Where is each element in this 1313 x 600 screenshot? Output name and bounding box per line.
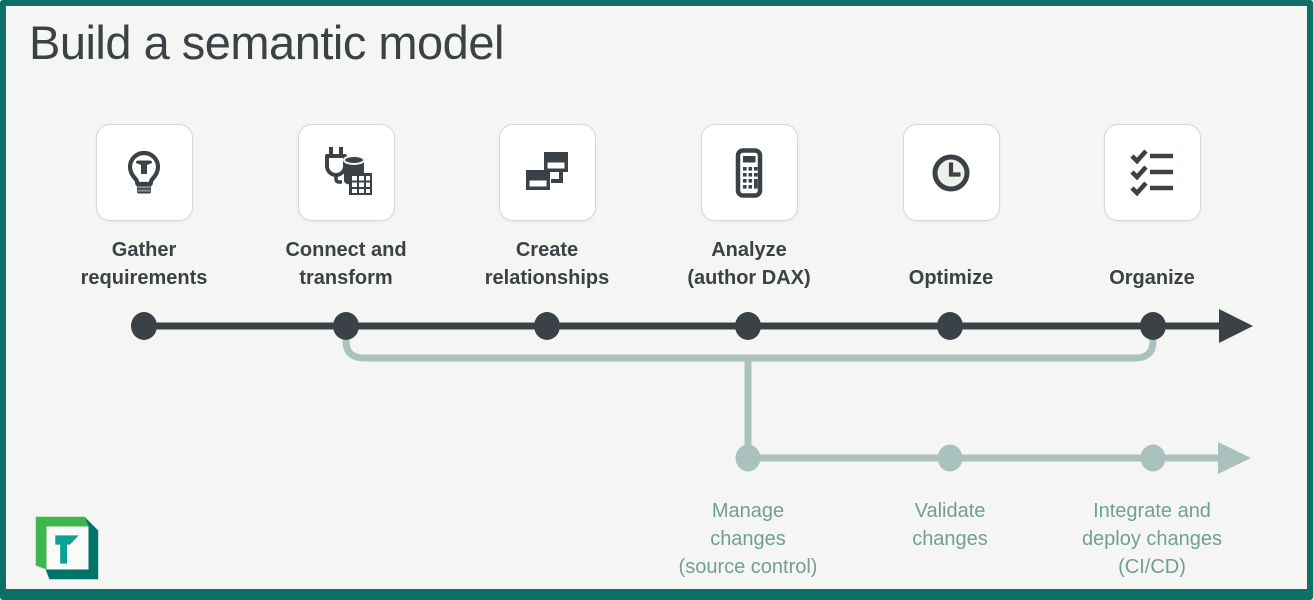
icon-card [1103, 124, 1201, 221]
stage-create-relationships: Create relationships [452, 124, 642, 292]
logo-letter-t [55, 535, 79, 564]
branch-label: Validate changes [912, 500, 988, 550]
icon-card [902, 124, 1000, 221]
branch-dot-integrate-deploy [1140, 444, 1166, 472]
stage-gather-requirements: Gather requirements [49, 124, 239, 292]
lightbulb-icon [127, 150, 161, 193]
main-dot-analyze [735, 312, 761, 340]
stage-organize: Organize [1057, 124, 1247, 292]
stage-label: Optimize [908, 267, 994, 289]
stage-label: Organize [1109, 267, 1195, 289]
stage-label: Create relationships [484, 239, 610, 289]
calculator-icon [735, 147, 763, 198]
main-dot-optimize [937, 312, 963, 340]
icon-card [297, 124, 395, 221]
stage-optimize: Optimize [856, 124, 1046, 292]
brand-logo [35, 516, 99, 580]
icon-card [95, 124, 193, 221]
branch-dot-manage-changes [735, 444, 761, 472]
stage-analyze-author-dax: Analyze (author DAX) [654, 124, 844, 292]
branch-stage-integrate-deploy: Integrate and deploy changes (CI/CD) [1037, 497, 1267, 581]
logo-teal-frame [45, 516, 99, 580]
checklist-icon [1130, 148, 1173, 196]
branch-dot-validate-changes [937, 444, 963, 472]
stage-connect-and-transform: Connect and transform [251, 124, 441, 292]
stage-label: Gather requirements [80, 239, 208, 289]
page-title: Build a semantic model [29, 16, 504, 69]
plug-database-icon [325, 146, 372, 195]
logo-inner-square [46, 526, 89, 570]
stage-label: Analyze (author DAX) [687, 239, 811, 289]
stage-label: Connect and transform [285, 239, 407, 289]
main-dot-create-relationships [534, 312, 560, 340]
branch-label: Manage changes (source control) [678, 500, 818, 578]
branch-loop-line [342, 333, 1157, 362]
clock-icon [932, 154, 970, 191]
table-relationships-icon [526, 151, 568, 190]
main-dot-connect-transform [333, 312, 359, 340]
main-arrowhead-icon [1219, 309, 1253, 343]
icon-card [700, 124, 798, 221]
logo-green-frame [35, 516, 89, 570]
icon-card [498, 124, 596, 221]
branch-arrowhead-icon [1218, 442, 1251, 474]
main-dot-organize [1140, 312, 1166, 340]
branch-stage-manage-changes: Manage changes (source control) [633, 497, 863, 581]
branch-label: Integrate and deploy changes (CI/CD) [1081, 500, 1223, 578]
main-dot-gather-requirements [131, 312, 157, 340]
branch-stage-validate-changes: Validate changes [835, 497, 1065, 553]
